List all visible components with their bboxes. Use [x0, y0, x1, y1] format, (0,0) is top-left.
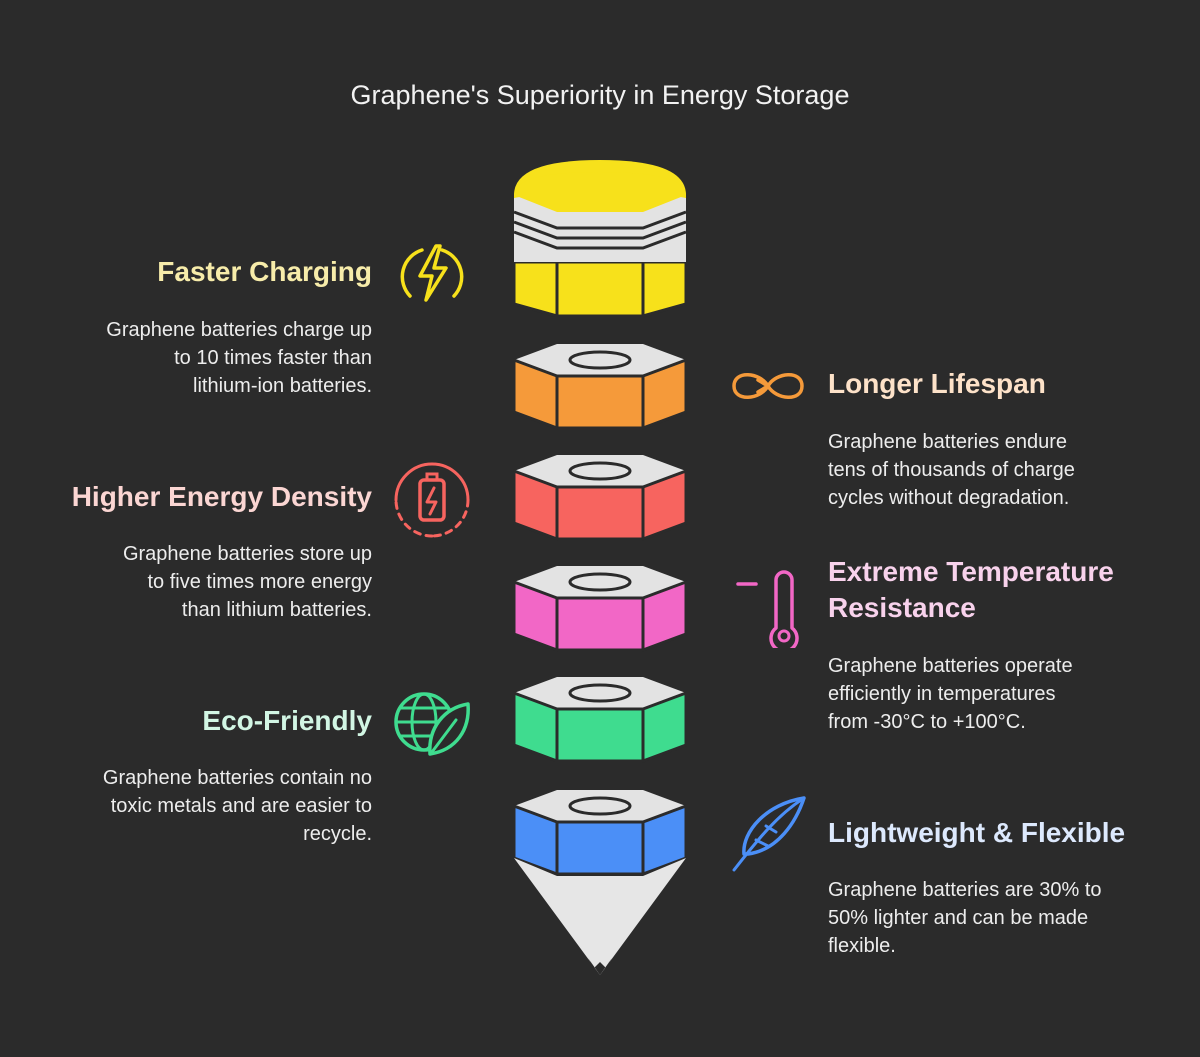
- feature-heading: Eco-Friendly: [12, 703, 372, 739]
- lightning-bolt-icon: [400, 244, 464, 302]
- description-line: to five times more energy: [147, 571, 372, 593]
- description-line: 50% lighter and can be made: [828, 907, 1089, 929]
- feature-description: Graphene batteries charge up to 10 times …: [32, 316, 372, 400]
- pink-segment: [512, 566, 688, 653]
- description-line: Graphene batteries operate: [828, 655, 1073, 677]
- description-line: Graphene batteries store up: [122, 543, 372, 565]
- page-title: Graphene's Superiority in Energy Storage: [350, 80, 850, 110]
- globe-leaf-icon: [394, 692, 470, 756]
- feature-heading-line: Eco-Friendly: [202, 705, 372, 736]
- feature-heading-line: Higher Energy Density: [71, 481, 372, 512]
- description-line: flexible.: [828, 935, 896, 957]
- feature-heading: Lightweight & Flexible: [828, 815, 1188, 851]
- red-segment: [512, 455, 688, 542]
- feature-heading: Higher Energy Density: [12, 479, 372, 515]
- description-line: from -30°C to +100°C.: [828, 711, 1026, 733]
- pencil-tip: [514, 858, 686, 975]
- feature-description: Graphene batteries contain no toxic metal…: [32, 764, 372, 848]
- feature-heading: Longer Lifespan: [828, 366, 1188, 402]
- feature-heading-line: Faster Charging: [157, 256, 372, 287]
- feature-description: Graphene batteries operate efficiently in…: [828, 652, 1168, 736]
- description-line: recycle.: [303, 823, 372, 845]
- battery-charge-icon: [394, 462, 470, 538]
- description-line: Graphene batteries charge up: [106, 319, 372, 341]
- description-line: Graphene batteries are 30% to: [828, 879, 1102, 901]
- feature-heading: Faster Charging: [12, 254, 372, 290]
- feather-icon: [732, 796, 806, 872]
- feature-heading-line: Resistance: [828, 592, 976, 623]
- thermometer-icon: [736, 570, 799, 648]
- description-line: than lithium batteries.: [181, 599, 372, 621]
- green-segment: [512, 677, 688, 764]
- feature-heading-line: Lightweight & Flexible: [828, 817, 1126, 848]
- description-line: tens of thousands of charge: [828, 459, 1075, 481]
- yellow-segment: [512, 160, 688, 318]
- description-line: Graphene batteries endure: [828, 431, 1068, 453]
- orange-segment: [512, 344, 688, 431]
- description-line: efficiently in temperatures: [828, 683, 1056, 705]
- description-line: Graphene batteries contain no: [102, 767, 372, 789]
- description-line: lithium-ion batteries.: [193, 375, 372, 397]
- feature-description: Graphene batteries store up to five times…: [32, 540, 372, 624]
- feature-heading-line: Extreme Temperature: [828, 556, 1114, 587]
- description-line: to 10 times faster than: [174, 347, 372, 369]
- feature-description: Graphene batteries are 30% to 50% lighter…: [828, 876, 1168, 960]
- description-line: cycles without degradation.: [828, 487, 1070, 509]
- infinity-cycle-icon: [732, 373, 804, 399]
- blue-segment: [512, 790, 688, 877]
- feature-description: Graphene batteries endure tens of thousan…: [828, 428, 1168, 512]
- description-line: toxic metals and are easier to: [110, 795, 372, 817]
- feature-heading-line: Longer Lifespan: [828, 368, 1046, 399]
